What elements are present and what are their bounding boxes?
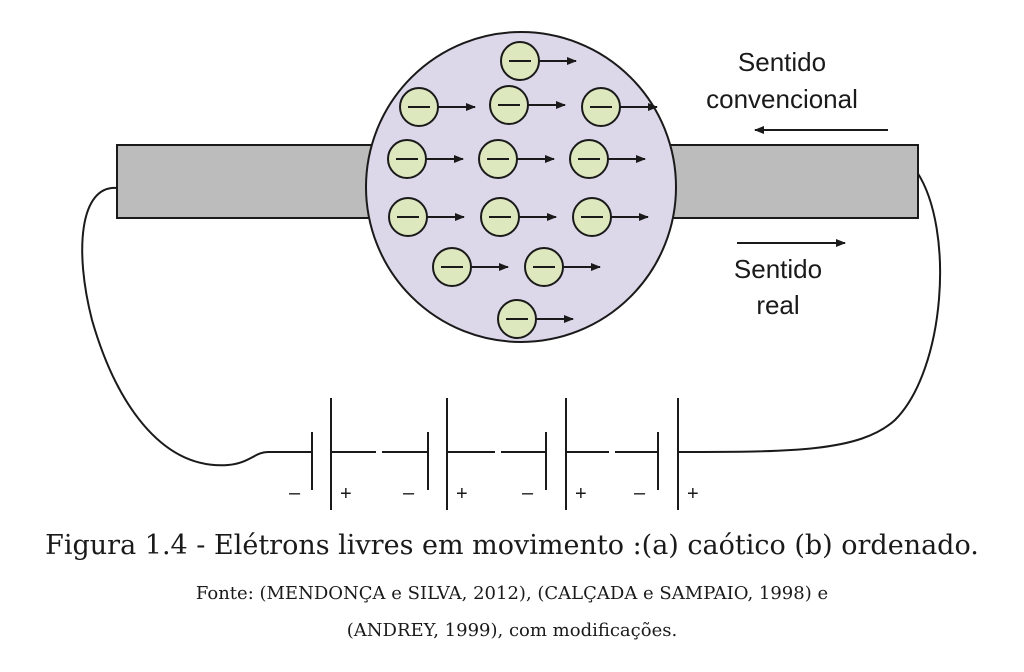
electron [399,87,476,127]
battery-plus-sign: + [456,483,468,505]
electron [480,197,557,237]
right-wire [677,171,942,453]
conventional-label-line1: Sentido [738,47,826,77]
battery [311,398,679,510]
electron [432,247,509,287]
electron [500,41,577,81]
left-wire [81,186,312,467]
real-label-line2: real [756,290,799,320]
electron [497,299,574,339]
battery-cell-1 [311,398,332,510]
electron [524,247,601,287]
real-label-line1: Sentido [734,254,822,284]
battery-cell-2 [427,398,448,510]
figure-source-line1: Fonte: (MENDONÇA e SILVA, 2012), (CALÇAD… [195,583,829,604]
electron [572,197,649,237]
battery-plus-sign: + [575,483,587,505]
figure-caption: Figura 1.4 - Elétrons livres em moviment… [45,530,979,561]
battery-plus-sign: + [340,483,352,505]
electrons-group [387,41,658,339]
battery-cell-4 [657,398,679,510]
electron [478,139,555,179]
electron [489,85,566,125]
battery-minus-sign: – [522,482,534,504]
electron [387,139,464,179]
electron [388,197,465,237]
figure-source-line2: (ANDREY, 1999), com modificações. [346,620,678,641]
battery-minus-sign: – [289,482,301,504]
battery-minus-sign: – [634,482,646,504]
electron [581,87,658,127]
battery-cell-3 [545,398,567,510]
conventional-label-line2: convencional [706,84,858,114]
battery-minus-sign: – [403,482,415,504]
electron [569,139,646,179]
battery-plus-sign: + [687,483,699,505]
